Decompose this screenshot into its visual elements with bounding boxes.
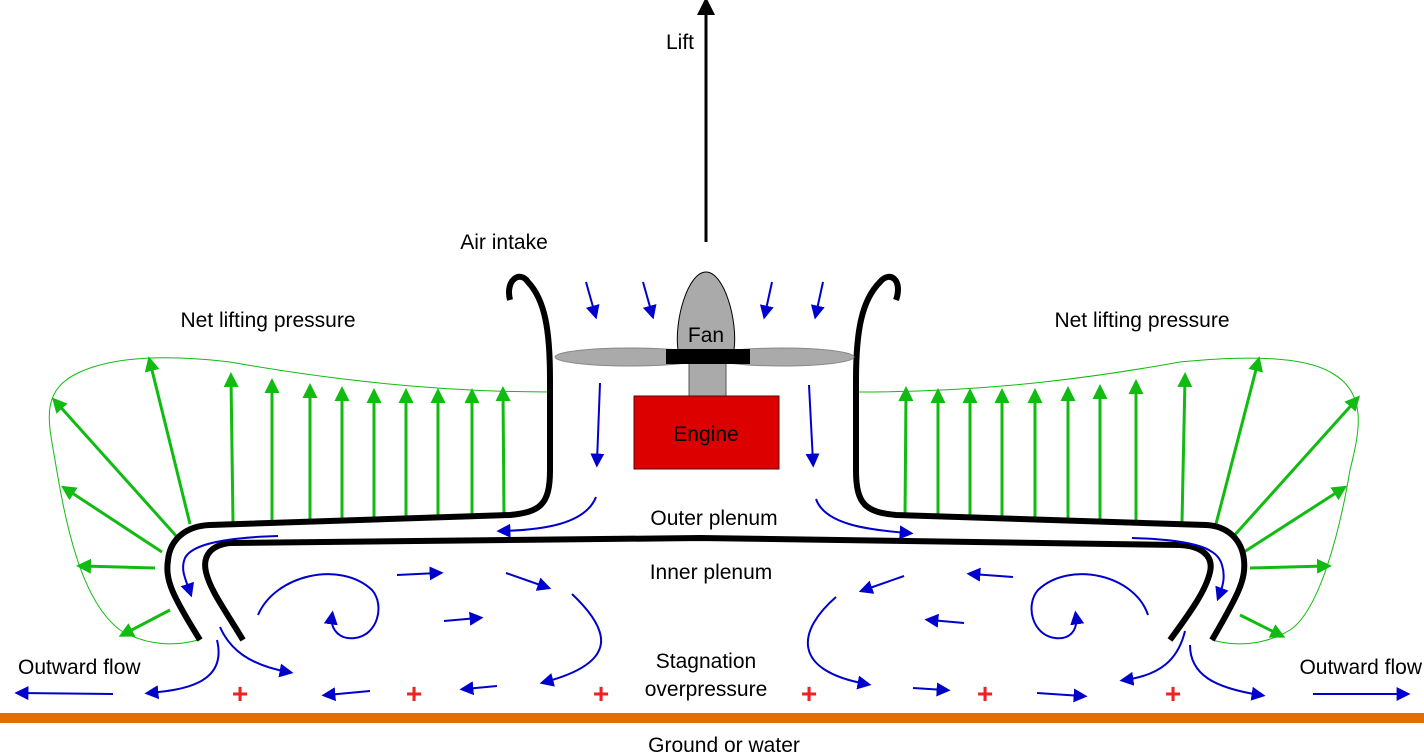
air-intake-label: Air intake	[460, 231, 548, 254]
pressure-arrows-right	[898, 356, 1361, 638]
fan-hub	[676, 271, 736, 351]
ground-surface	[0, 713, 1424, 723]
hull-inner	[202, 535, 1214, 642]
pressure-arrows-left	[51, 356, 511, 637]
net-lifting-pressure-left-label: Net lifting pressure	[180, 309, 355, 332]
plus-marker: +	[801, 678, 817, 709]
pressure-envelope-right	[857, 357, 1359, 645]
outward-flow-left-label: Outward flow	[18, 656, 141, 679]
hull-outer-left	[164, 273, 553, 642]
fan-label: Fan	[688, 324, 724, 347]
engine-block	[633, 395, 780, 470]
fan-hub-band	[666, 349, 750, 364]
lift-label: Lift	[666, 31, 694, 54]
stagnation-label-line1: Stagnation	[656, 650, 756, 673]
intake-flow-arrows	[585, 281, 825, 468]
outward-flow-right-label: Outward flow	[1299, 656, 1422, 679]
plus-marker: +	[593, 678, 609, 709]
engine-label: Engine	[673, 423, 738, 446]
hull-outer-right	[853, 273, 1248, 642]
plus-marker: +	[232, 678, 248, 709]
inner-plenum-flow-arrows	[257, 566, 1149, 690]
inner-plenum-label: Inner plenum	[650, 561, 773, 584]
outer-plenum-label: Outer plenum	[650, 507, 777, 530]
plus-marker: +	[406, 678, 422, 709]
pressure-envelope-left	[48, 357, 551, 645]
outer-plenum-flow-arrows	[180, 496, 1229, 602]
plus-marker: +	[1165, 678, 1181, 709]
ground-flow-arrows	[14, 626, 1411, 703]
fan-shaft	[688, 359, 727, 397]
ground-label: Ground or water	[648, 734, 800, 756]
stagnation-label-line2: overpressure	[645, 678, 768, 701]
net-lifting-pressure-right-label: Net lifting pressure	[1054, 309, 1229, 332]
overpressure-markers: + + + + + +	[232, 678, 1181, 709]
plus-marker: +	[977, 678, 993, 709]
